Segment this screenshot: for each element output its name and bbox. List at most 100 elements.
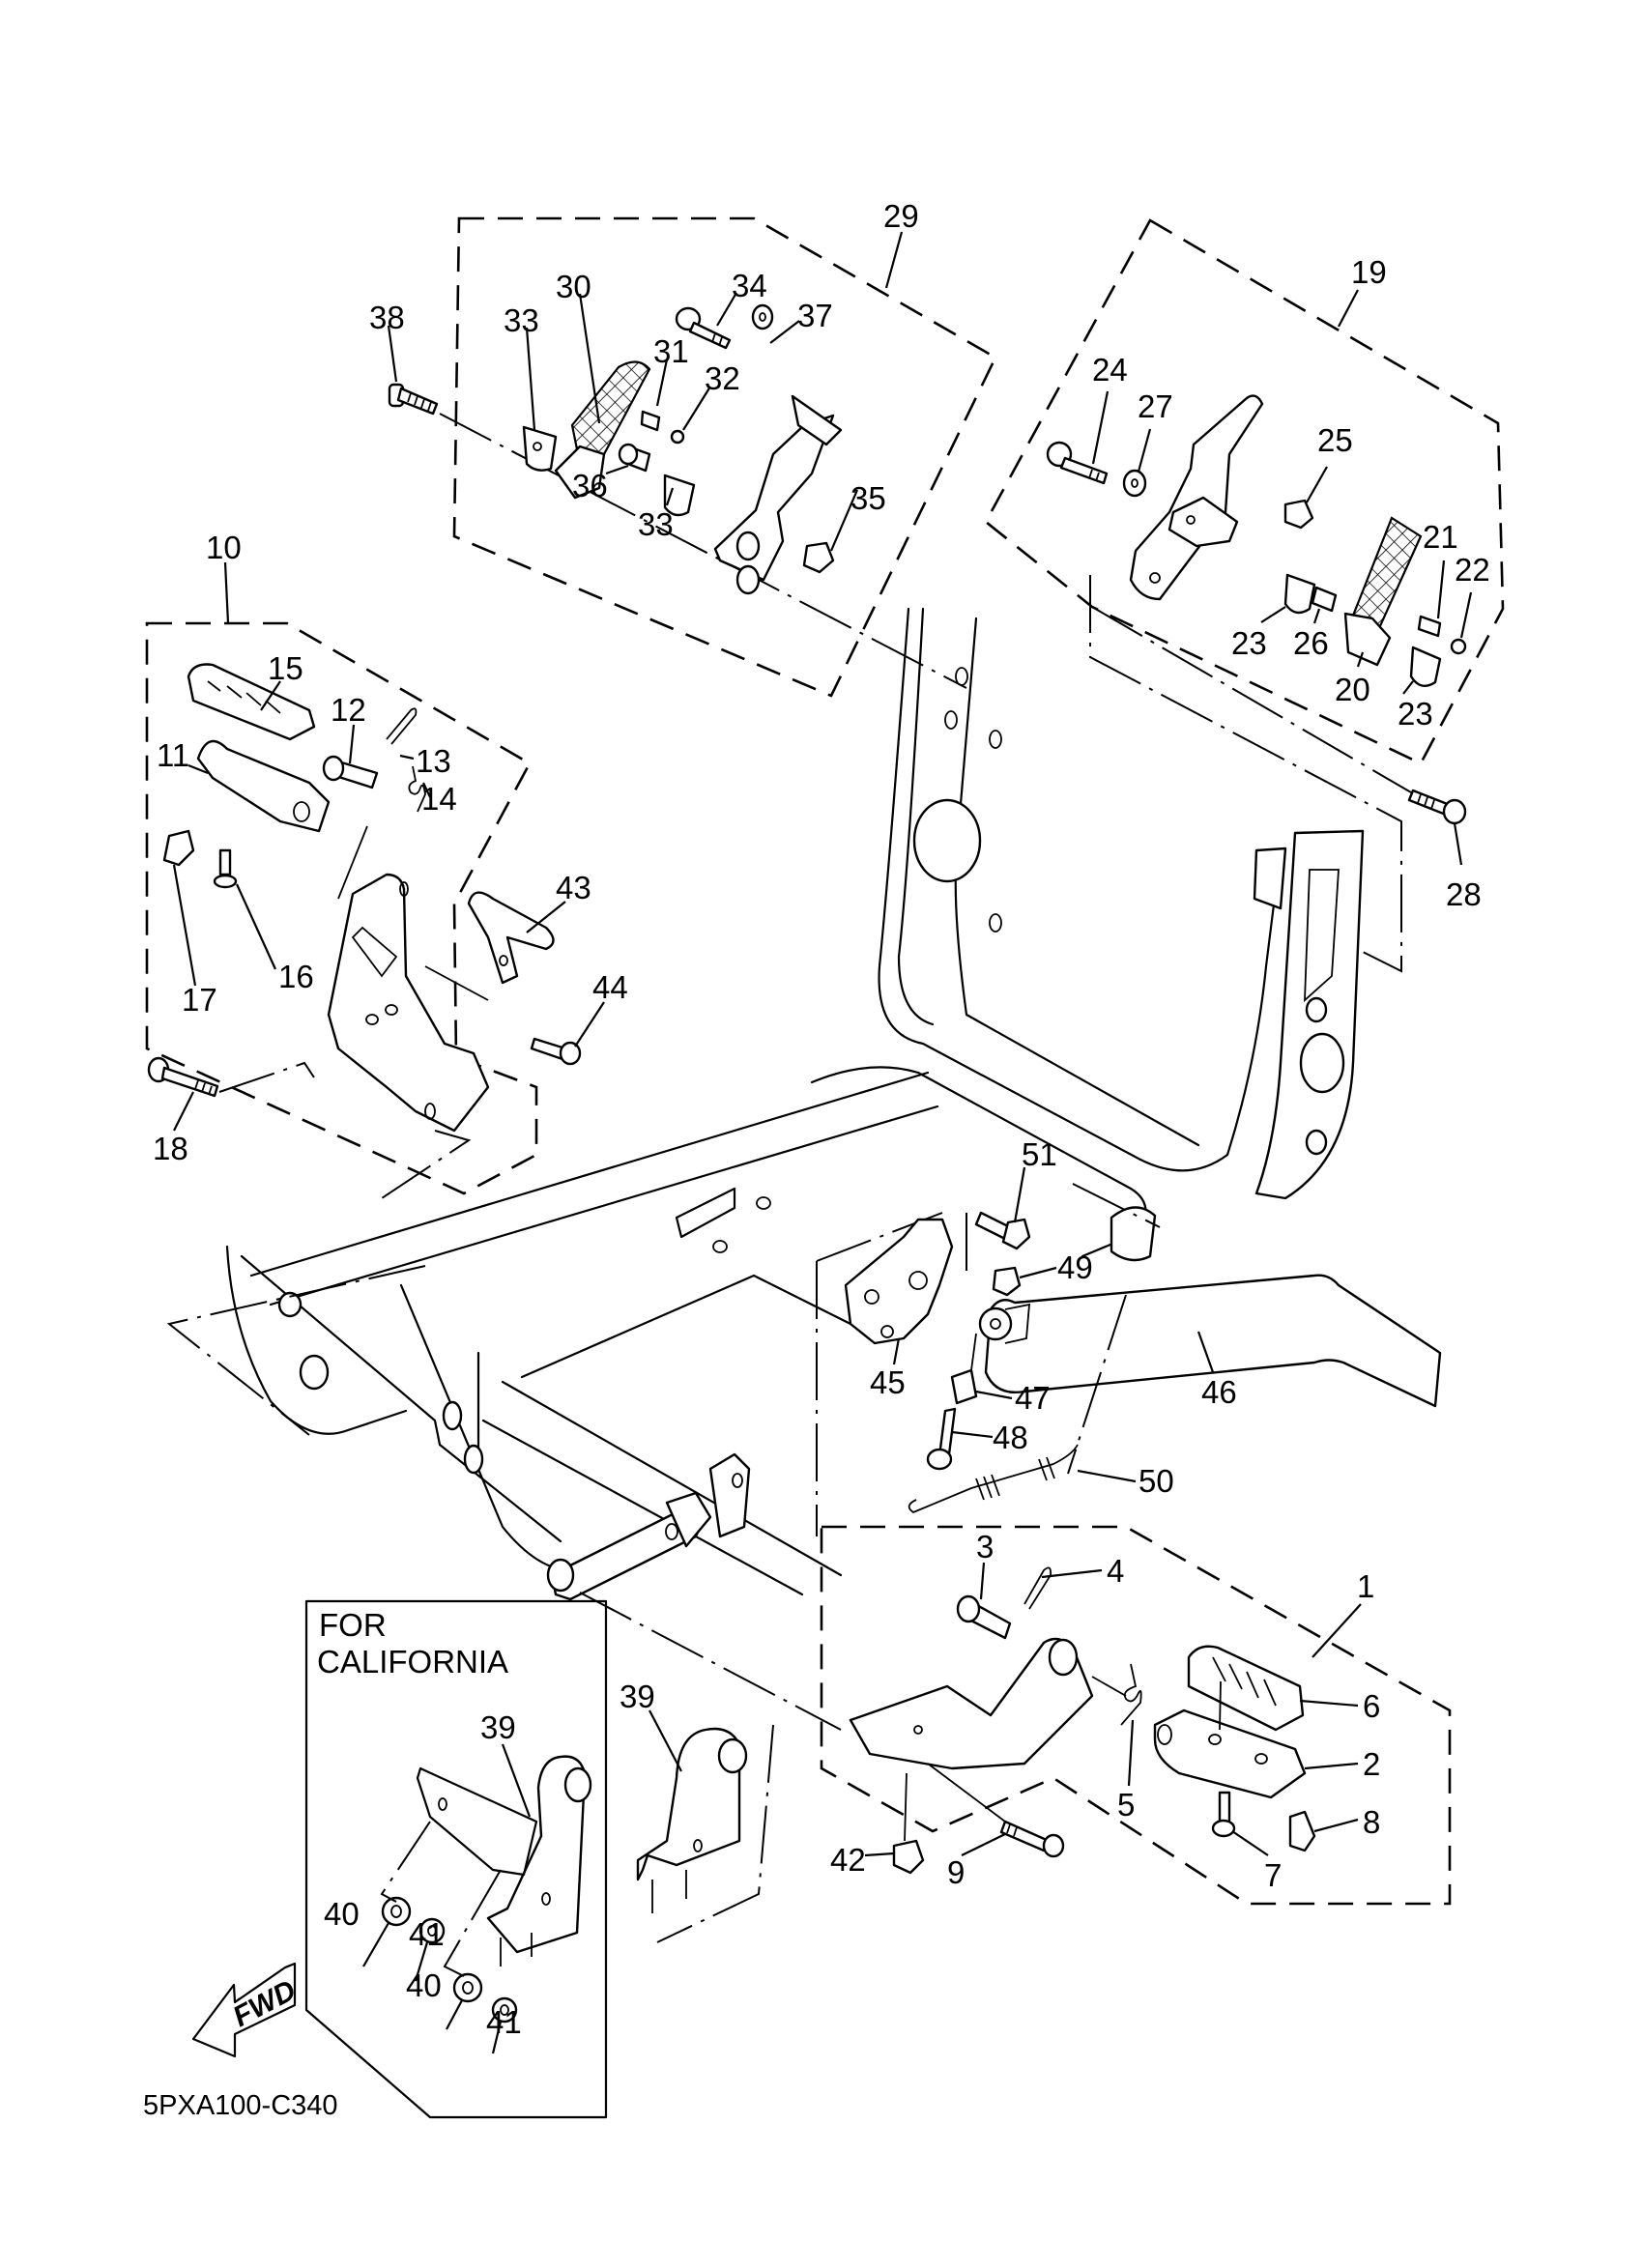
screw-21-icon bbox=[1417, 615, 1442, 638]
bolt-18-icon bbox=[147, 1056, 219, 1098]
leader-45 bbox=[892, 1337, 901, 1365]
leader-15 bbox=[260, 680, 281, 711]
sidestand-assembly bbox=[844, 1166, 1442, 1514]
callout-3: 3 bbox=[976, 1529, 994, 1565]
callout-2: 2 bbox=[1363, 1746, 1380, 1782]
heel-guard-43-icon bbox=[467, 891, 555, 985]
callout-39-inset: 39 bbox=[480, 1709, 516, 1745]
mount-bracket-39-icon bbox=[636, 1727, 741, 1881]
callout-41b: 41 bbox=[486, 2004, 522, 2040]
screw-16-icon bbox=[213, 848, 238, 889]
callout-35: 35 bbox=[850, 480, 886, 516]
collar-41b-icon bbox=[491, 1996, 518, 2024]
leader-41b bbox=[491, 2021, 503, 2054]
grease-nipple-17-icon bbox=[162, 829, 195, 867]
leader-19 bbox=[1338, 289, 1359, 328]
screw-31-icon bbox=[640, 410, 661, 432]
leader-1 bbox=[1312, 1603, 1362, 1658]
callout-48: 48 bbox=[993, 1420, 1028, 1455]
callout-43: 43 bbox=[556, 870, 591, 905]
footpeg-2-icon bbox=[1153, 1708, 1307, 1799]
bolt-51-icon bbox=[974, 1211, 1031, 1250]
leader-23a bbox=[1260, 606, 1286, 623]
callout-4: 4 bbox=[1107, 1553, 1124, 1589]
leader-42 bbox=[864, 1852, 895, 1857]
footpeg-30-icon bbox=[570, 360, 651, 456]
leader-49 bbox=[1019, 1266, 1057, 1279]
damper-40a-icon bbox=[381, 1896, 412, 1927]
callout-24: 24 bbox=[1092, 352, 1128, 388]
leader-39a bbox=[649, 1709, 682, 1772]
ball-32-icon bbox=[670, 429, 685, 445]
grease-nipple-8-icon bbox=[1288, 1810, 1316, 1852]
drawing-code: 5PXA100-C340 bbox=[143, 2090, 338, 2121]
callout-42: 42 bbox=[830, 1842, 866, 1878]
damper-40b-icon bbox=[452, 1972, 483, 2003]
bolt-9-icon bbox=[999, 1820, 1065, 1858]
washer-37-icon bbox=[751, 303, 774, 330]
callout-50: 50 bbox=[1139, 1463, 1174, 1499]
group-29-rear-footrest-left bbox=[387, 216, 997, 698]
leader-11 bbox=[187, 763, 209, 775]
bolt-38-icon bbox=[388, 383, 439, 416]
leader-25 bbox=[1306, 466, 1328, 503]
footpeg-20-icon bbox=[1351, 516, 1423, 630]
leader-39b bbox=[501, 1743, 532, 1818]
leader-2 bbox=[1304, 1762, 1359, 1770]
callout-13: 13 bbox=[416, 743, 451, 779]
main-frame bbox=[166, 607, 1365, 1731]
leader-32 bbox=[682, 386, 711, 431]
leader-13 bbox=[399, 754, 415, 761]
callout-41: 41 bbox=[409, 1916, 445, 1952]
callout-10: 10 bbox=[206, 530, 242, 565]
callout-29: 29 bbox=[883, 198, 919, 234]
mount-bracket-39-inset-icon bbox=[486, 1755, 587, 1954]
callout-20: 20 bbox=[1335, 672, 1370, 707]
fwd-label: FWD bbox=[228, 1974, 302, 2033]
collar-36-icon bbox=[618, 443, 651, 473]
bracket-23b-icon bbox=[1409, 646, 1442, 688]
bolt-28-icon bbox=[1407, 789, 1467, 825]
callout-5: 5 bbox=[1117, 1787, 1135, 1823]
callout-34: 34 bbox=[732, 268, 767, 303]
leader-33b bbox=[665, 487, 675, 506]
callout-33b: 33 bbox=[638, 506, 674, 542]
leader-50 bbox=[1077, 1469, 1137, 1483]
callout-11: 11 bbox=[157, 737, 189, 773]
callout-49: 49 bbox=[1057, 1249, 1093, 1285]
callout-26: 26 bbox=[1293, 625, 1329, 661]
leader-12 bbox=[348, 724, 356, 764]
leader-44 bbox=[574, 1001, 605, 1048]
callout-40b: 40 bbox=[406, 1967, 442, 2003]
callout-15: 15 bbox=[268, 650, 303, 686]
leader-8 bbox=[1313, 1818, 1359, 1833]
callout-25: 25 bbox=[1317, 422, 1353, 458]
leader-29 bbox=[884, 231, 904, 289]
callout-51: 51 bbox=[1022, 1136, 1057, 1172]
forward-direction-arrow: FWD bbox=[191, 1962, 302, 2058]
callout-44: 44 bbox=[592, 969, 628, 1005]
footpeg-rubber-15-icon bbox=[187, 663, 316, 741]
callout-21: 21 bbox=[1423, 519, 1458, 555]
leader-47 bbox=[975, 1390, 1013, 1400]
leader-21 bbox=[1436, 560, 1446, 619]
leader-16 bbox=[235, 883, 277, 970]
leader-46 bbox=[1196, 1331, 1215, 1373]
leader-48 bbox=[951, 1430, 994, 1439]
bolt-48-icon bbox=[926, 1407, 957, 1471]
nut-35-icon bbox=[802, 541, 835, 574]
sidestand-46-icon bbox=[984, 1274, 1442, 1408]
nut-42-icon bbox=[892, 1839, 925, 1875]
leader-23b bbox=[1402, 680, 1414, 695]
callout-28: 28 bbox=[1446, 876, 1482, 912]
leader-31 bbox=[655, 359, 669, 407]
inset-note-line2: CALIFORNIA bbox=[317, 1644, 508, 1679]
leader-37 bbox=[769, 320, 800, 344]
leader-22 bbox=[1459, 591, 1473, 639]
nut-49-icon bbox=[992, 1266, 1022, 1297]
callout-1: 1 bbox=[1357, 1568, 1374, 1604]
callout-14: 14 bbox=[421, 781, 457, 817]
leader-4 bbox=[1041, 1568, 1103, 1579]
callout-17: 17 bbox=[182, 982, 217, 1018]
bolt-24-icon bbox=[1046, 441, 1109, 485]
